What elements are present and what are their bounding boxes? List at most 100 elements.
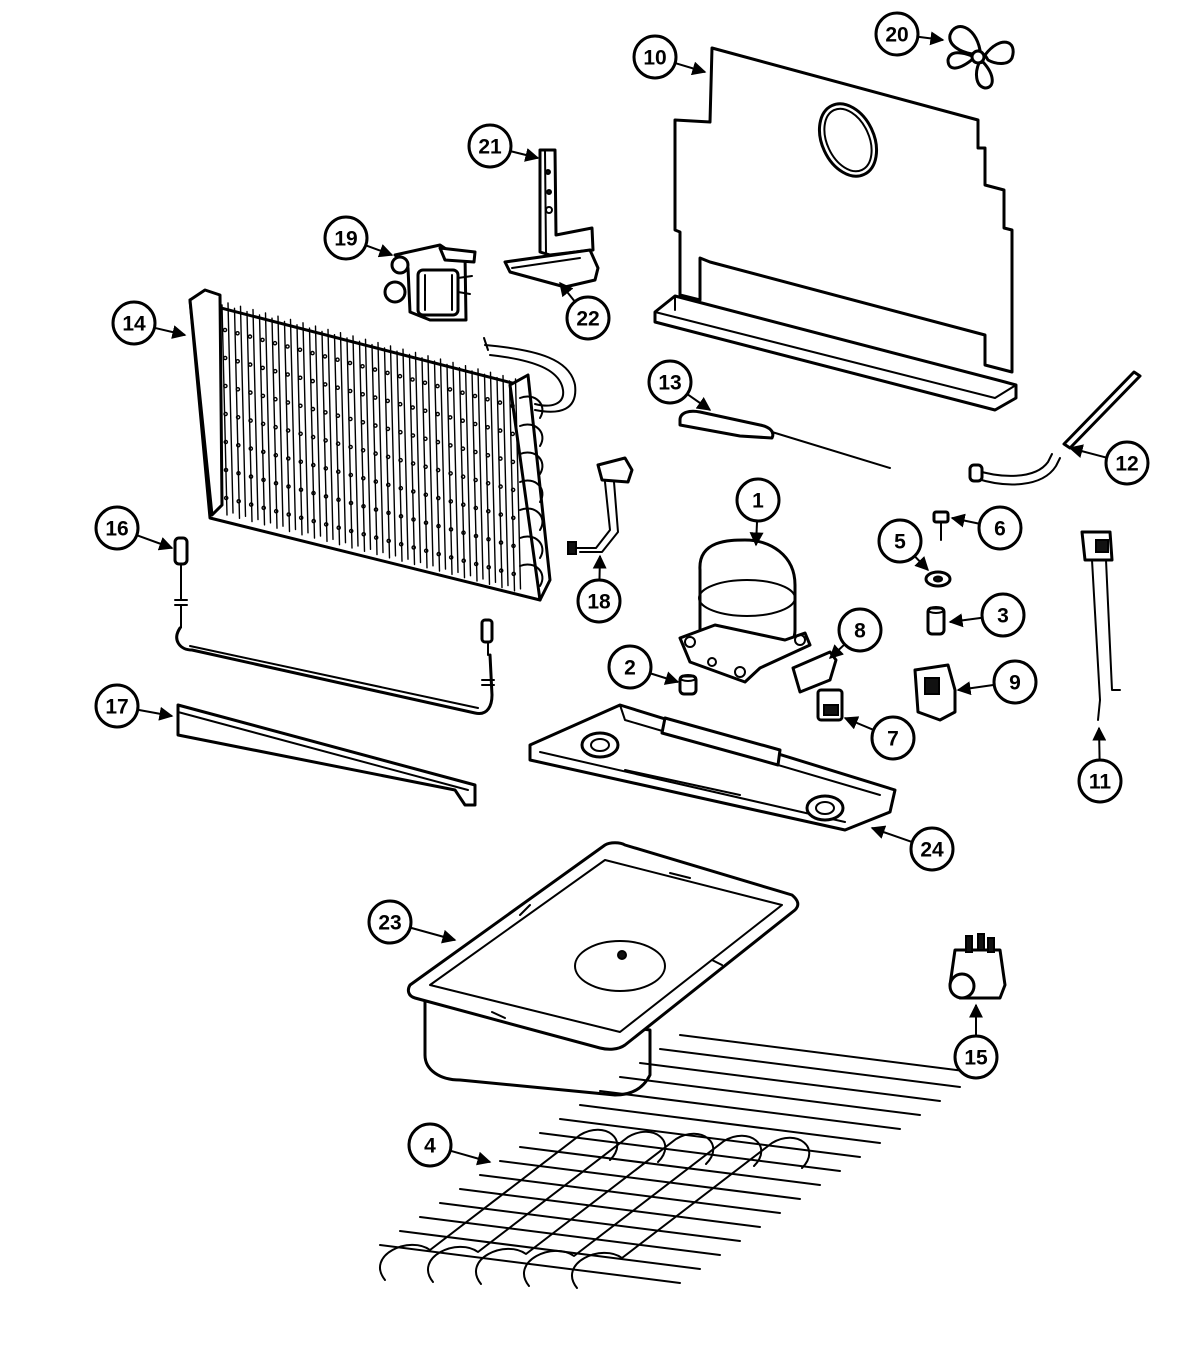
callout-circle xyxy=(576,578,622,624)
callout-leader-arrow xyxy=(409,926,457,944)
callout-number: 23 xyxy=(378,912,401,935)
callout-number: 10 xyxy=(643,47,666,70)
callout-leader-arrow xyxy=(843,716,874,731)
callout-circle xyxy=(874,11,920,57)
callout-6: 6 xyxy=(950,505,1023,551)
power-cord-part xyxy=(1080,530,1121,721)
callout-number: 4 xyxy=(424,1135,436,1158)
callout-circle xyxy=(1104,440,1150,486)
callout-circle xyxy=(980,592,1026,638)
callout-leader-arrow xyxy=(559,281,576,303)
base-pan-part xyxy=(528,703,897,832)
callout-number: 6 xyxy=(994,518,1006,541)
condenser-grid-part xyxy=(379,1034,981,1289)
callout-circle xyxy=(565,295,611,341)
callout-16: 16 xyxy=(94,505,174,551)
sleeve-part xyxy=(926,606,946,636)
callout-11: 11 xyxy=(1077,726,1123,804)
wire-harness-part xyxy=(567,456,634,555)
overload-part xyxy=(913,663,957,722)
callout-5: 5 xyxy=(877,518,929,572)
callout-number: 12 xyxy=(1115,453,1138,476)
grommet-part xyxy=(678,674,698,696)
bracket-part xyxy=(503,148,600,289)
callout-number: 21 xyxy=(478,136,502,159)
callout-9: 9 xyxy=(956,659,1038,705)
callout-circle xyxy=(607,644,653,690)
callout-number: 9 xyxy=(1009,672,1021,695)
callout-number: 20 xyxy=(885,24,908,47)
callout-21: 21 xyxy=(467,123,540,169)
callout-leader-arrow xyxy=(449,1149,492,1166)
drain-trough-part xyxy=(176,703,477,807)
relay-part xyxy=(816,688,844,722)
callout-number: 15 xyxy=(964,1047,988,1070)
callout-number: 7 xyxy=(887,728,899,751)
callout-24: 24 xyxy=(870,825,955,872)
callout-circle xyxy=(94,505,140,551)
callout-2: 2 xyxy=(607,644,680,690)
callout-18: 18 xyxy=(576,554,622,624)
callout-4: 4 xyxy=(407,1122,492,1168)
callout-circle xyxy=(735,477,781,523)
callout-circle xyxy=(647,359,693,405)
callout-17: 17 xyxy=(94,683,174,729)
evaporator-coil-part xyxy=(188,288,577,602)
callout-circle xyxy=(467,123,513,169)
callout-number: 11 xyxy=(1089,771,1112,794)
water-valve-part xyxy=(948,933,1007,1000)
callout-leader-arrow xyxy=(1092,726,1107,761)
back-panel-part xyxy=(653,46,1018,412)
callout-15: 15 xyxy=(953,1003,999,1080)
terminal-cover-part xyxy=(791,650,838,694)
screw-part xyxy=(932,510,950,541)
callout-19: 19 xyxy=(323,215,394,261)
callout-leader-arrow xyxy=(913,555,929,572)
callout-leader-arrow xyxy=(674,61,707,76)
callout-circle xyxy=(977,505,1023,551)
callout-7: 7 xyxy=(843,715,916,761)
compressor-part xyxy=(678,538,812,684)
callout-leader-arrow xyxy=(365,244,394,258)
callout-circle xyxy=(1077,758,1123,804)
callout-circle xyxy=(94,683,140,729)
callout-leader-arrow xyxy=(950,513,980,528)
callout-number: 18 xyxy=(587,591,611,614)
callout-circle xyxy=(111,300,157,346)
callout-number: 5 xyxy=(894,531,906,554)
callout-number: 8 xyxy=(854,620,866,643)
callout-number: 22 xyxy=(576,308,599,331)
fan-blade-part xyxy=(946,25,1015,90)
callout-23: 23 xyxy=(367,899,457,945)
drain-heater-part xyxy=(173,536,495,715)
callout-circle xyxy=(870,715,916,761)
callout-circle xyxy=(909,826,955,872)
callout-leader-arrow xyxy=(137,706,174,721)
callout-13: 13 xyxy=(647,359,712,411)
callout-number: 14 xyxy=(122,313,146,336)
callout-circle xyxy=(992,659,1038,705)
callout-leader-arrow xyxy=(1068,444,1107,459)
callout-leader-arrow xyxy=(649,671,680,685)
callout-leader-arrow xyxy=(154,325,187,339)
callout-number: 19 xyxy=(334,228,357,251)
callout-leader-arrow xyxy=(917,31,945,46)
callout-leader-arrow xyxy=(749,520,764,547)
callout-number: 2 xyxy=(624,657,636,680)
callout-leader-arrow xyxy=(592,554,607,581)
callout-12: 12 xyxy=(1068,440,1150,486)
callout-leader-arrow xyxy=(870,825,913,844)
callout-leader-arrow xyxy=(828,643,846,659)
callout-8: 8 xyxy=(828,607,883,659)
callout-1: 1 xyxy=(735,477,781,547)
callout-number: 17 xyxy=(105,696,128,719)
callout-20: 20 xyxy=(874,11,945,57)
callout-14: 14 xyxy=(111,300,187,346)
callout-number: 16 xyxy=(105,518,128,541)
callout-circle xyxy=(837,607,883,653)
callout-leader-arrow xyxy=(510,148,540,162)
callout-leader-arrow xyxy=(956,681,995,696)
callout-leader-arrow xyxy=(948,613,983,628)
